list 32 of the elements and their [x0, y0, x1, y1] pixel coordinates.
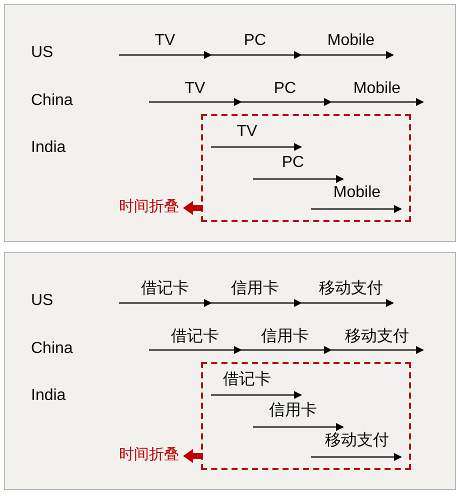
stage-label: 信用卡	[231, 280, 279, 298]
row-label: China	[31, 92, 73, 110]
row-label: US	[31, 292, 54, 310]
stage-label: PC	[282, 154, 304, 172]
row-label: US	[31, 44, 54, 62]
stage-label: TV	[184, 80, 206, 98]
row-label: India	[31, 387, 66, 405]
dashed-frame	[201, 362, 411, 470]
stage-label: Mobile	[327, 32, 375, 50]
panel-background	[4, 252, 456, 490]
stage-label: 移动支付	[345, 328, 409, 346]
stage-label: 借记卡	[141, 280, 189, 298]
dashed-frame	[201, 114, 411, 222]
row-label: India	[31, 139, 66, 157]
stage-label: 借记卡	[223, 371, 271, 389]
stage-label: TV	[236, 123, 258, 141]
stage-label: Mobile	[353, 80, 401, 98]
stage-label: TV	[154, 32, 176, 50]
panel-background	[4, 4, 456, 242]
stage-label: PC	[274, 80, 296, 98]
arrow	[183, 201, 203, 215]
annotation-text: 时间折叠	[119, 198, 179, 216]
stage-label: 借记卡	[171, 328, 219, 346]
stage-label: Mobile	[333, 184, 381, 202]
stage-label: 移动支付	[319, 280, 383, 298]
stage-label: PC	[244, 32, 266, 50]
stage-label: 信用卡	[269, 402, 317, 420]
stage-label: 信用卡	[261, 328, 309, 346]
row-label: China	[31, 340, 73, 358]
annotation-text: 时间折叠	[119, 446, 179, 464]
arrow	[183, 449, 203, 463]
stage-label: 移动支付	[325, 432, 389, 450]
